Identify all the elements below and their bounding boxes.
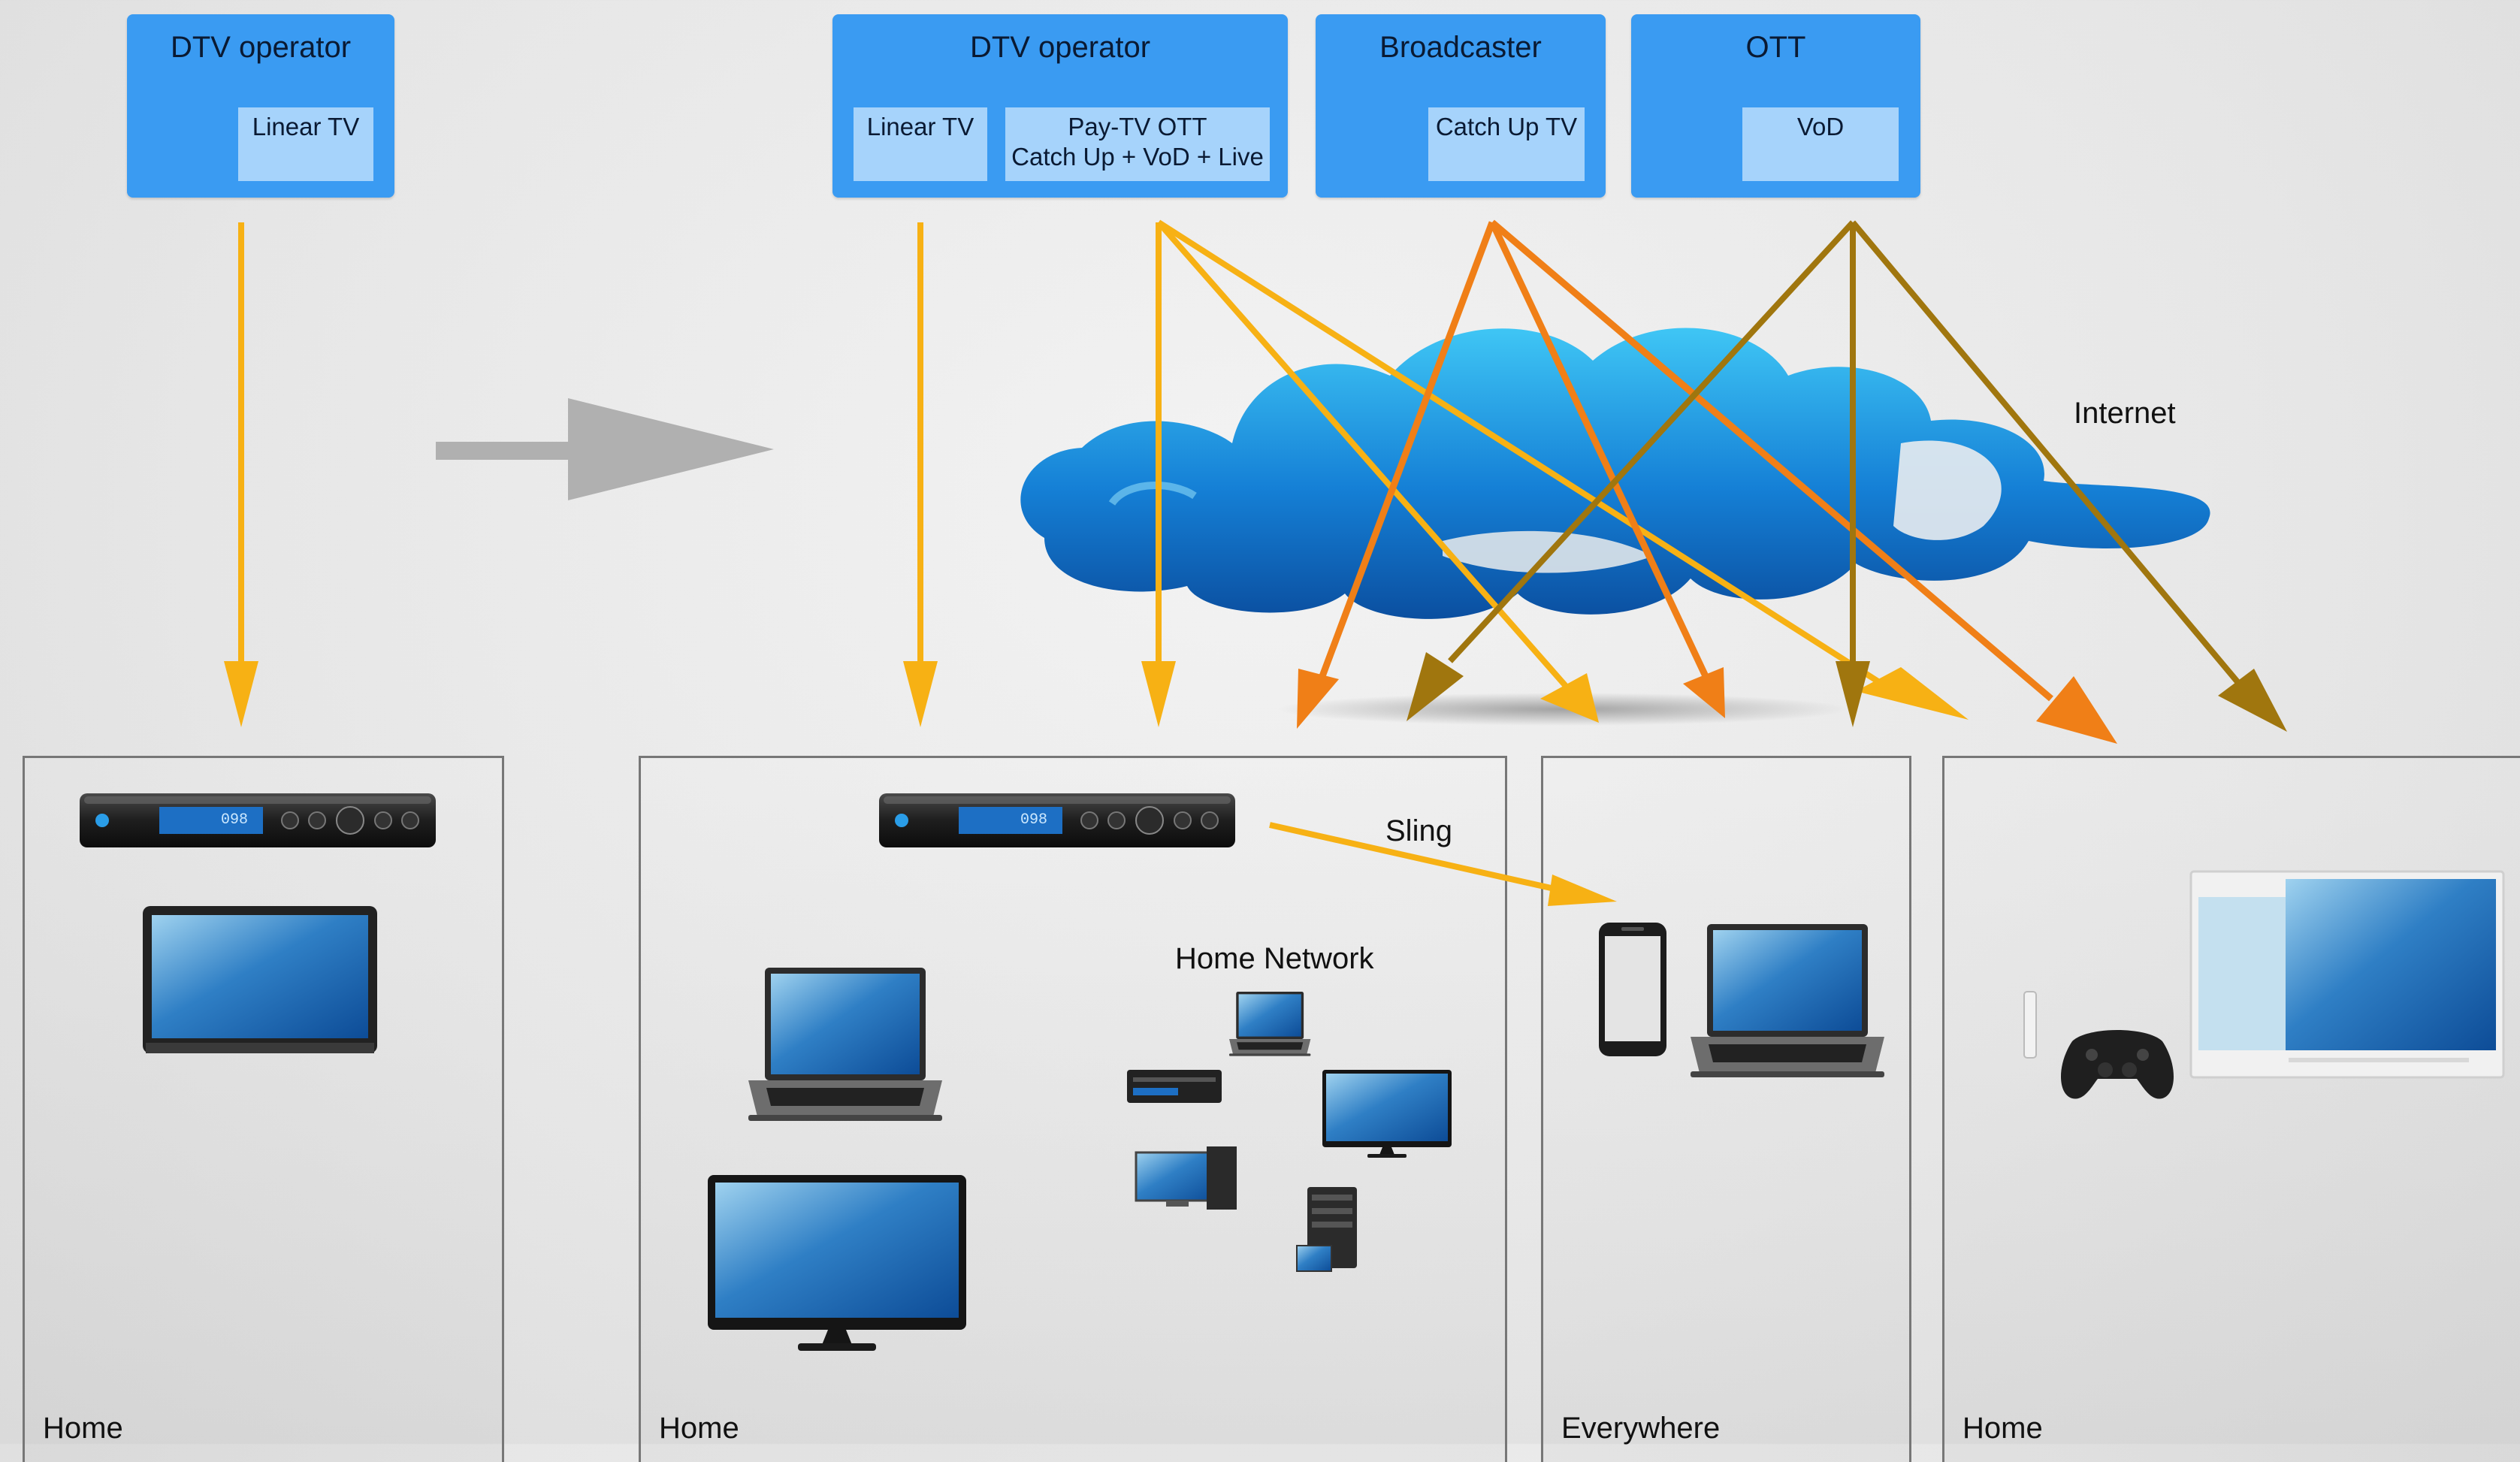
- linear-tv-label: Linear TV: [238, 107, 373, 181]
- broadcaster-arrows: [1297, 219, 2117, 744]
- sling-label: Sling: [1385, 814, 1452, 847]
- paytv-ott-label: Pay-TV OTT Catch Up + VoD + Live: [1005, 107, 1270, 181]
- console-icon: [2023, 991, 2037, 1059]
- server-icon: [1296, 1187, 1357, 1272]
- dtv-operator-title: DTV operator: [170, 31, 352, 64]
- ott-title: OTT: [1745, 31, 1806, 64]
- laptop-icon: [748, 968, 942, 1121]
- set-top-box-icon: [878, 793, 1236, 848]
- laptop-icon: [1691, 924, 1884, 1077]
- broadcaster-box: Broadcaster Catch Up TV: [1316, 14, 1606, 198]
- game-controller-icon: [2061, 1030, 2174, 1099]
- smartphone-icon: [1599, 923, 1666, 1056]
- linear-tv-arrow-left: [224, 222, 258, 727]
- panel-everywhere: Everywhere: [1541, 756, 1911, 1462]
- home-network-label: Home Network: [1175, 942, 1374, 975]
- sling-arrow: [1269, 822, 1617, 906]
- linear-tv-label: Linear TV: [854, 107, 987, 181]
- stb-display-right: 098: [1020, 811, 1048, 829]
- paytv-arrow-down: [1141, 222, 1176, 727]
- monitor-icon: [708, 1175, 966, 1351]
- panel-label: Home: [43, 1412, 123, 1445]
- panel-label: Home: [659, 1412, 739, 1445]
- dtv-operator-box-right: DTV operator Linear TV Pay-TV OTT Catch …: [832, 14, 1288, 198]
- dtv-operator-box-left: DTV operator Linear TV: [127, 14, 394, 198]
- panel-label: Home: [1963, 1412, 2043, 1445]
- linear-tv-arrow-right: [903, 222, 938, 727]
- catch-up-tv-label: Catch Up TV: [1428, 107, 1585, 181]
- home-network-receiver-icon: [1127, 1070, 1222, 1103]
- ott-arrows: [1407, 220, 2287, 732]
- broadcaster-title: Broadcaster: [1379, 31, 1542, 64]
- cloud-icon: [1020, 328, 2210, 726]
- internet-label: Internet: [2074, 397, 2176, 430]
- home-network-laptop-icon: [1229, 992, 1311, 1056]
- ott-box: OTT VoD: [1631, 14, 1920, 198]
- tv-icon: [143, 906, 377, 1053]
- panel-home-1: Home: [23, 756, 504, 1462]
- dtv-operator-title: DTV operator: [969, 31, 1151, 64]
- vod-label: VoD: [1742, 107, 1899, 181]
- home-network-monitor-icon: [1322, 1070, 1452, 1158]
- panel-label: Everywhere: [1561, 1412, 1721, 1445]
- set-top-box-icon: [79, 793, 437, 848]
- stb-display-left: 098: [221, 811, 249, 829]
- smart-tv-icon: [2189, 870, 2505, 1079]
- paytv-ott-arrows: [1156, 219, 1969, 723]
- transition-arrow-icon: [436, 398, 774, 500]
- home-network-desktop-icon: [1135, 1146, 1237, 1210]
